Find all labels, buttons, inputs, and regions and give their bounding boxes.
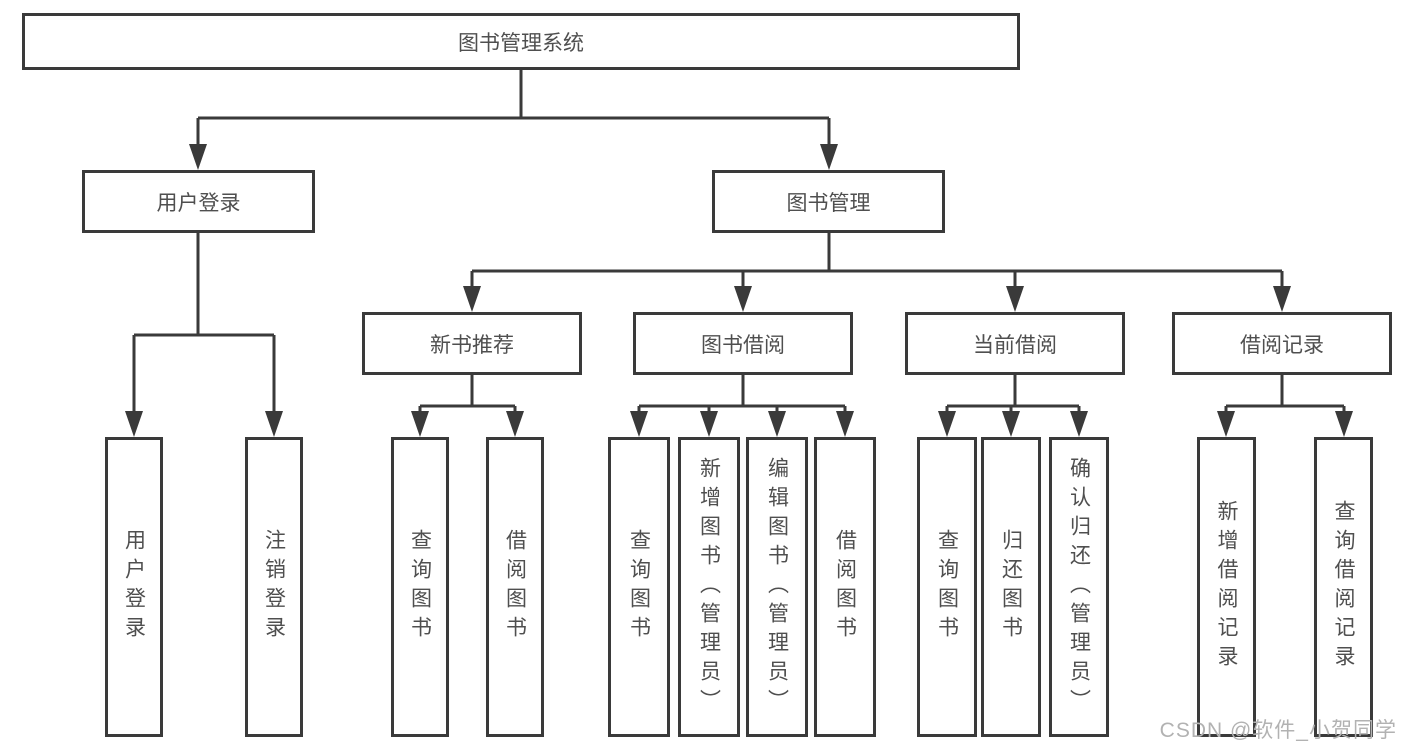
node-label: 新增借阅记录: [1215, 500, 1238, 674]
node-label: 图书借阅: [701, 333, 785, 357]
node-label: 编辑图书（管理员）: [765, 456, 789, 718]
leaf-edit-books-admin: 编辑图书（管理员）: [746, 437, 808, 737]
arrowheads: [125, 144, 1353, 437]
leaf-query-books-current: 查询图书: [917, 437, 977, 737]
leaf-borrow-books-recommend: 借阅图书: [486, 437, 544, 737]
node-book-borrowing: 图书借阅: [633, 312, 853, 375]
leaf-logout: 注销登录: [245, 437, 303, 737]
node-label: 图书管理: [786, 191, 871, 215]
node-borrowing-records: 借阅记录: [1172, 312, 1392, 375]
node-current-borrowing: 当前借阅: [905, 312, 1125, 375]
node-label: 图书管理系统: [458, 31, 584, 55]
leaf-query-books-recommend: 查询图书: [391, 437, 449, 737]
node-label: 当前借阅: [973, 333, 1057, 357]
node-label: 查询图书: [935, 529, 959, 645]
leaf-return-books: 归还图书: [981, 437, 1041, 737]
csdn-watermark: CSDN @软件_小贺同学: [1159, 719, 1397, 742]
node-label: 新增图书（管理员）: [697, 456, 721, 718]
leaf-confirm-return-admin: 确认归还（管理员）: [1049, 437, 1109, 737]
connector-lines: [132, 70, 1346, 413]
leaf-query-borrow-record: 查询借阅记录: [1314, 437, 1373, 737]
node-label: 借阅记录: [1240, 333, 1324, 357]
node-new-book-recommend: 新书推荐: [362, 312, 582, 375]
node-label: 查询借阅记录: [1332, 500, 1355, 674]
node-label: 查询图书: [408, 529, 432, 645]
node-label: 确认归还（管理员）: [1067, 456, 1091, 718]
leaf-borrow-books: 借阅图书: [814, 437, 876, 737]
node-library-system: 图书管理系统: [22, 13, 1020, 70]
node-label: 借阅图书: [833, 529, 857, 645]
node-label: 用户登录: [156, 191, 241, 215]
node-label: 用户登录: [122, 529, 146, 645]
node-label: 注销登录: [262, 529, 286, 645]
node-user-login: 用户登录: [82, 170, 315, 233]
node-label: 查询图书: [627, 529, 651, 645]
node-label: 归还图书: [999, 529, 1023, 645]
leaf-add-books-admin: 新增图书（管理员）: [678, 437, 740, 737]
leaf-user-login: 用户登录: [105, 437, 163, 737]
leaf-query-books-borrow: 查询图书: [608, 437, 670, 737]
leaf-add-borrow-record: 新增借阅记录: [1197, 437, 1256, 737]
node-label: 借阅图书: [503, 529, 527, 645]
node-label: 新书推荐: [430, 333, 514, 357]
node-book-management: 图书管理: [712, 170, 945, 233]
